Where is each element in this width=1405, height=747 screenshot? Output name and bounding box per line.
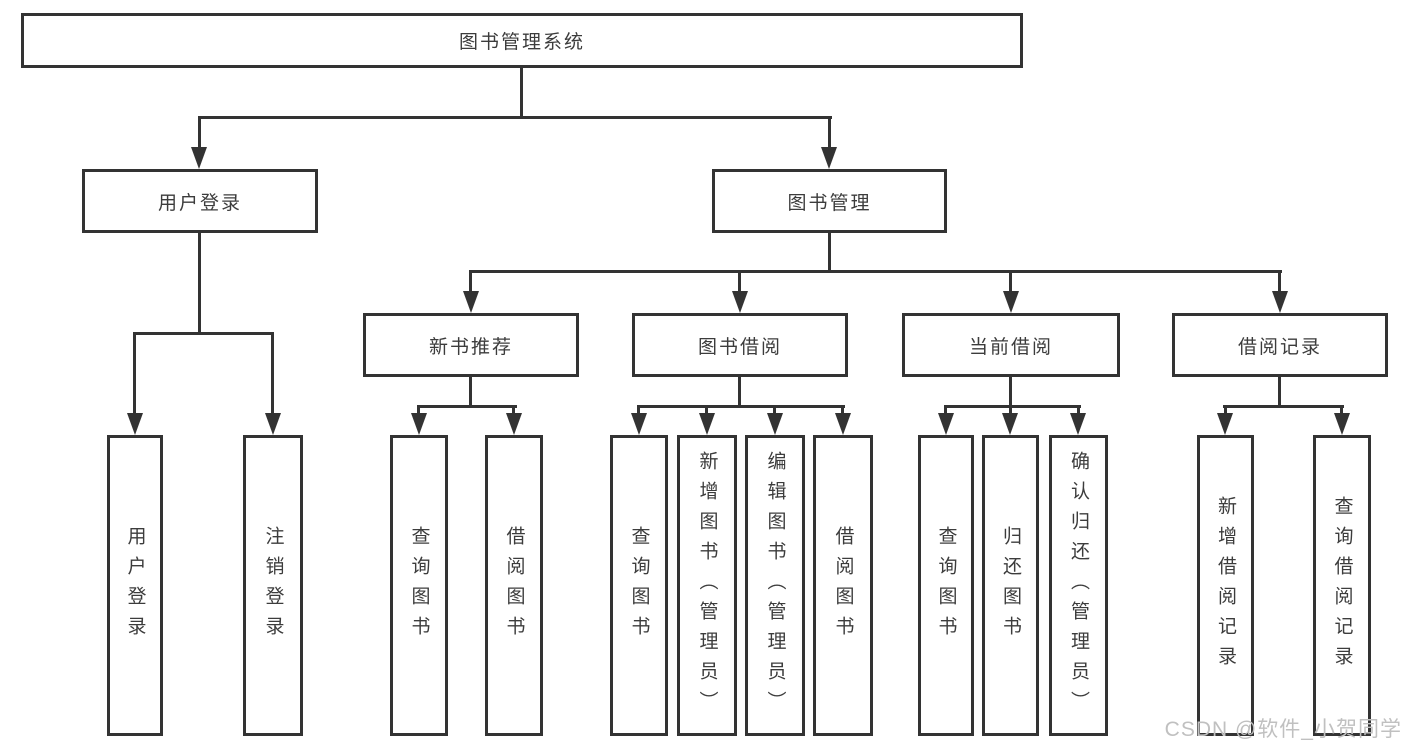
- connector-line: [469, 375, 472, 407]
- leaf-user-login-label: 用户登录: [124, 525, 146, 646]
- arrow-down-icon: [463, 291, 479, 313]
- leaf-br-query-record: 查询借阅记录: [1313, 435, 1371, 736]
- connector-line: [1009, 375, 1012, 407]
- connector-line: [417, 405, 420, 417]
- connector-line: [520, 68, 523, 119]
- leaf-cb-return-books: 归还图书: [982, 435, 1039, 736]
- node-book-management: 图书管理: [712, 169, 947, 233]
- leaf-bb-query-books: 查询图书: [610, 435, 668, 736]
- connector-line: [1077, 405, 1080, 417]
- connector-line: [773, 405, 776, 417]
- connector-line: [738, 270, 741, 295]
- node-borrowing-records-label: 借阅记录: [1237, 336, 1322, 358]
- connector-line: [705, 405, 708, 417]
- connector-line: [944, 405, 1081, 408]
- arrow-down-icon: [506, 413, 522, 435]
- connector-line: [1278, 375, 1281, 407]
- node-user-login: 用户登录: [82, 169, 318, 233]
- arrow-down-icon: [191, 147, 207, 169]
- arrow-down-icon: [699, 413, 715, 435]
- connector-line: [1009, 405, 1012, 417]
- node-user-login-label: 用户登录: [157, 192, 242, 214]
- arrow-down-icon: [767, 413, 783, 435]
- arrow-down-icon: [411, 413, 427, 435]
- node-current-borrowing: 当前借阅: [902, 313, 1120, 377]
- leaf-cb-return-books-label: 归还图书: [1000, 525, 1021, 646]
- connector-line: [1009, 270, 1012, 295]
- arrow-down-icon: [265, 413, 281, 435]
- leaf-br-query-record-label: 查询借阅记录: [1331, 495, 1353, 676]
- node-library-system: 图书管理系统: [21, 13, 1023, 68]
- connector-line: [271, 332, 274, 416]
- connector-line: [637, 405, 845, 408]
- leaf-cb-query-books: 查询图书: [918, 435, 974, 736]
- leaf-bb-borrow-books: 借阅图书: [813, 435, 873, 736]
- arrow-down-icon: [732, 291, 748, 313]
- leaf-cb-query-books-label: 查询图书: [935, 525, 957, 646]
- arrow-down-icon: [835, 413, 851, 435]
- node-current-borrowing-label: 当前借阅: [968, 336, 1053, 358]
- leaf-cb-confirm-return-admin-label: 确认归还（管理员）: [1068, 450, 1089, 721]
- arrow-down-icon: [938, 413, 954, 435]
- connector-line: [738, 375, 741, 407]
- connector-line: [828, 116, 831, 150]
- leaf-br-add-record: 新增借阅记录: [1197, 435, 1254, 736]
- arrow-down-icon: [1334, 413, 1350, 435]
- node-book-borrowing: 图书借阅: [632, 313, 848, 377]
- connector-line: [637, 405, 640, 417]
- node-book-management-label: 图书管理: [787, 192, 872, 214]
- leaf-br-add-record-label: 新增借阅记录: [1215, 495, 1236, 676]
- leaf-bb-query-books-label: 查询图书: [628, 525, 650, 646]
- leaf-cb-confirm-return-admin: 确认归还（管理员）: [1049, 435, 1108, 736]
- leaf-nb-query-books: 查询图书: [390, 435, 448, 736]
- connector-line: [469, 270, 1282, 273]
- connector-line: [417, 405, 517, 408]
- connector-line: [1224, 405, 1227, 417]
- leaf-bb-add-books-admin-label: 新增图书（管理员）: [696, 450, 718, 721]
- arrow-down-icon: [1272, 291, 1288, 313]
- connector-line: [841, 405, 844, 417]
- connector-line: [198, 233, 201, 334]
- leaf-logout: 注销登录: [243, 435, 303, 736]
- watermark: CSDN @软件_小贺同学: [1164, 718, 1402, 741]
- node-library-system-label: 图书管理系统: [458, 32, 585, 53]
- connector-line: [198, 116, 832, 119]
- arrow-down-icon: [1217, 413, 1233, 435]
- leaf-bb-edit-books-admin-label: 编辑图书（管理员）: [764, 450, 786, 721]
- node-book-borrowing-label: 图书借阅: [697, 336, 782, 358]
- leaf-nb-borrow-books: 借阅图书: [485, 435, 543, 736]
- leaf-user-login: 用户登录: [107, 435, 163, 736]
- leaf-bb-add-books-admin: 新增图书（管理员）: [677, 435, 737, 736]
- leaf-bb-edit-books-admin: 编辑图书（管理员）: [745, 435, 805, 736]
- connector-line: [944, 405, 947, 417]
- arrow-down-icon: [1002, 413, 1018, 435]
- leaf-nb-query-books-label: 查询图书: [408, 525, 430, 646]
- connector-line: [133, 332, 136, 416]
- leaf-logout-label: 注销登录: [262, 525, 284, 646]
- connector-line: [469, 270, 472, 295]
- arrow-down-icon: [1003, 291, 1019, 313]
- arrow-down-icon: [821, 147, 837, 169]
- node-new-book-recommend: 新书推荐: [363, 313, 579, 377]
- connector-line: [512, 405, 515, 417]
- connector-line: [1278, 270, 1281, 295]
- arrow-down-icon: [127, 413, 143, 435]
- node-new-book-recommend-label: 新书推荐: [428, 336, 513, 358]
- connector-line: [828, 233, 831, 273]
- leaf-bb-borrow-books-label: 借阅图书: [832, 525, 854, 646]
- connector-line: [134, 332, 274, 335]
- node-borrowing-records: 借阅记录: [1172, 313, 1388, 377]
- connector-line: [1223, 405, 1344, 408]
- connector-line: [198, 116, 201, 150]
- connector-line: [1340, 405, 1343, 417]
- arrow-down-icon: [631, 413, 647, 435]
- arrow-down-icon: [1070, 413, 1086, 435]
- leaf-nb-borrow-books-label: 借阅图书: [503, 525, 525, 646]
